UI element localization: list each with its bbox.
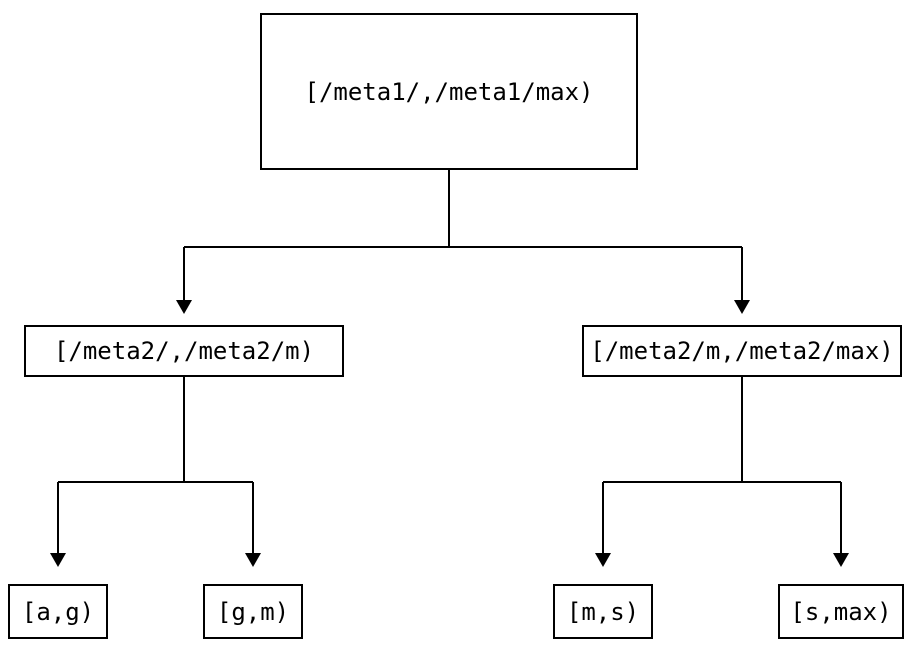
node-left-child-label: [/meta2/,/meta2/m) xyxy=(53,337,315,365)
leaf-s-max-label: [s,max) xyxy=(790,597,892,626)
edge-root-to-children xyxy=(183,170,743,300)
node-right-child: [/meta2/m,/meta2/max) xyxy=(582,325,902,377)
edge-rightchild-to-leaves xyxy=(602,377,842,553)
leaf-a-g-label: [a,g) xyxy=(21,597,95,626)
leaf-a-g: [a,g) xyxy=(8,584,108,639)
arrowhead-leaf-smax xyxy=(833,553,849,567)
node-left-child: [/meta2/,/meta2/m) xyxy=(24,325,344,377)
arrowhead-leaf-gm xyxy=(245,553,261,567)
leaf-g-m-label: [g,m) xyxy=(216,597,290,626)
node-right-child-label: [/meta2/m,/meta2/max) xyxy=(590,337,894,365)
leaf-g-m: [g,m) xyxy=(203,584,303,639)
arrowhead-left-child xyxy=(176,300,192,314)
arrowhead-leaf-ag xyxy=(50,553,66,567)
leaf-s-max: [s,max) xyxy=(778,584,904,639)
node-root-label: [/meta1/,/meta1/max) xyxy=(304,77,594,106)
edge-leftchild-to-leaves xyxy=(57,377,254,553)
arrowhead-leaf-ms xyxy=(595,553,611,567)
leaf-m-s: [m,s) xyxy=(553,584,653,639)
arrowhead-right-child xyxy=(734,300,750,314)
node-root: [/meta1/,/meta1/max) xyxy=(260,13,638,170)
leaf-m-s-label: [m,s) xyxy=(566,597,640,626)
